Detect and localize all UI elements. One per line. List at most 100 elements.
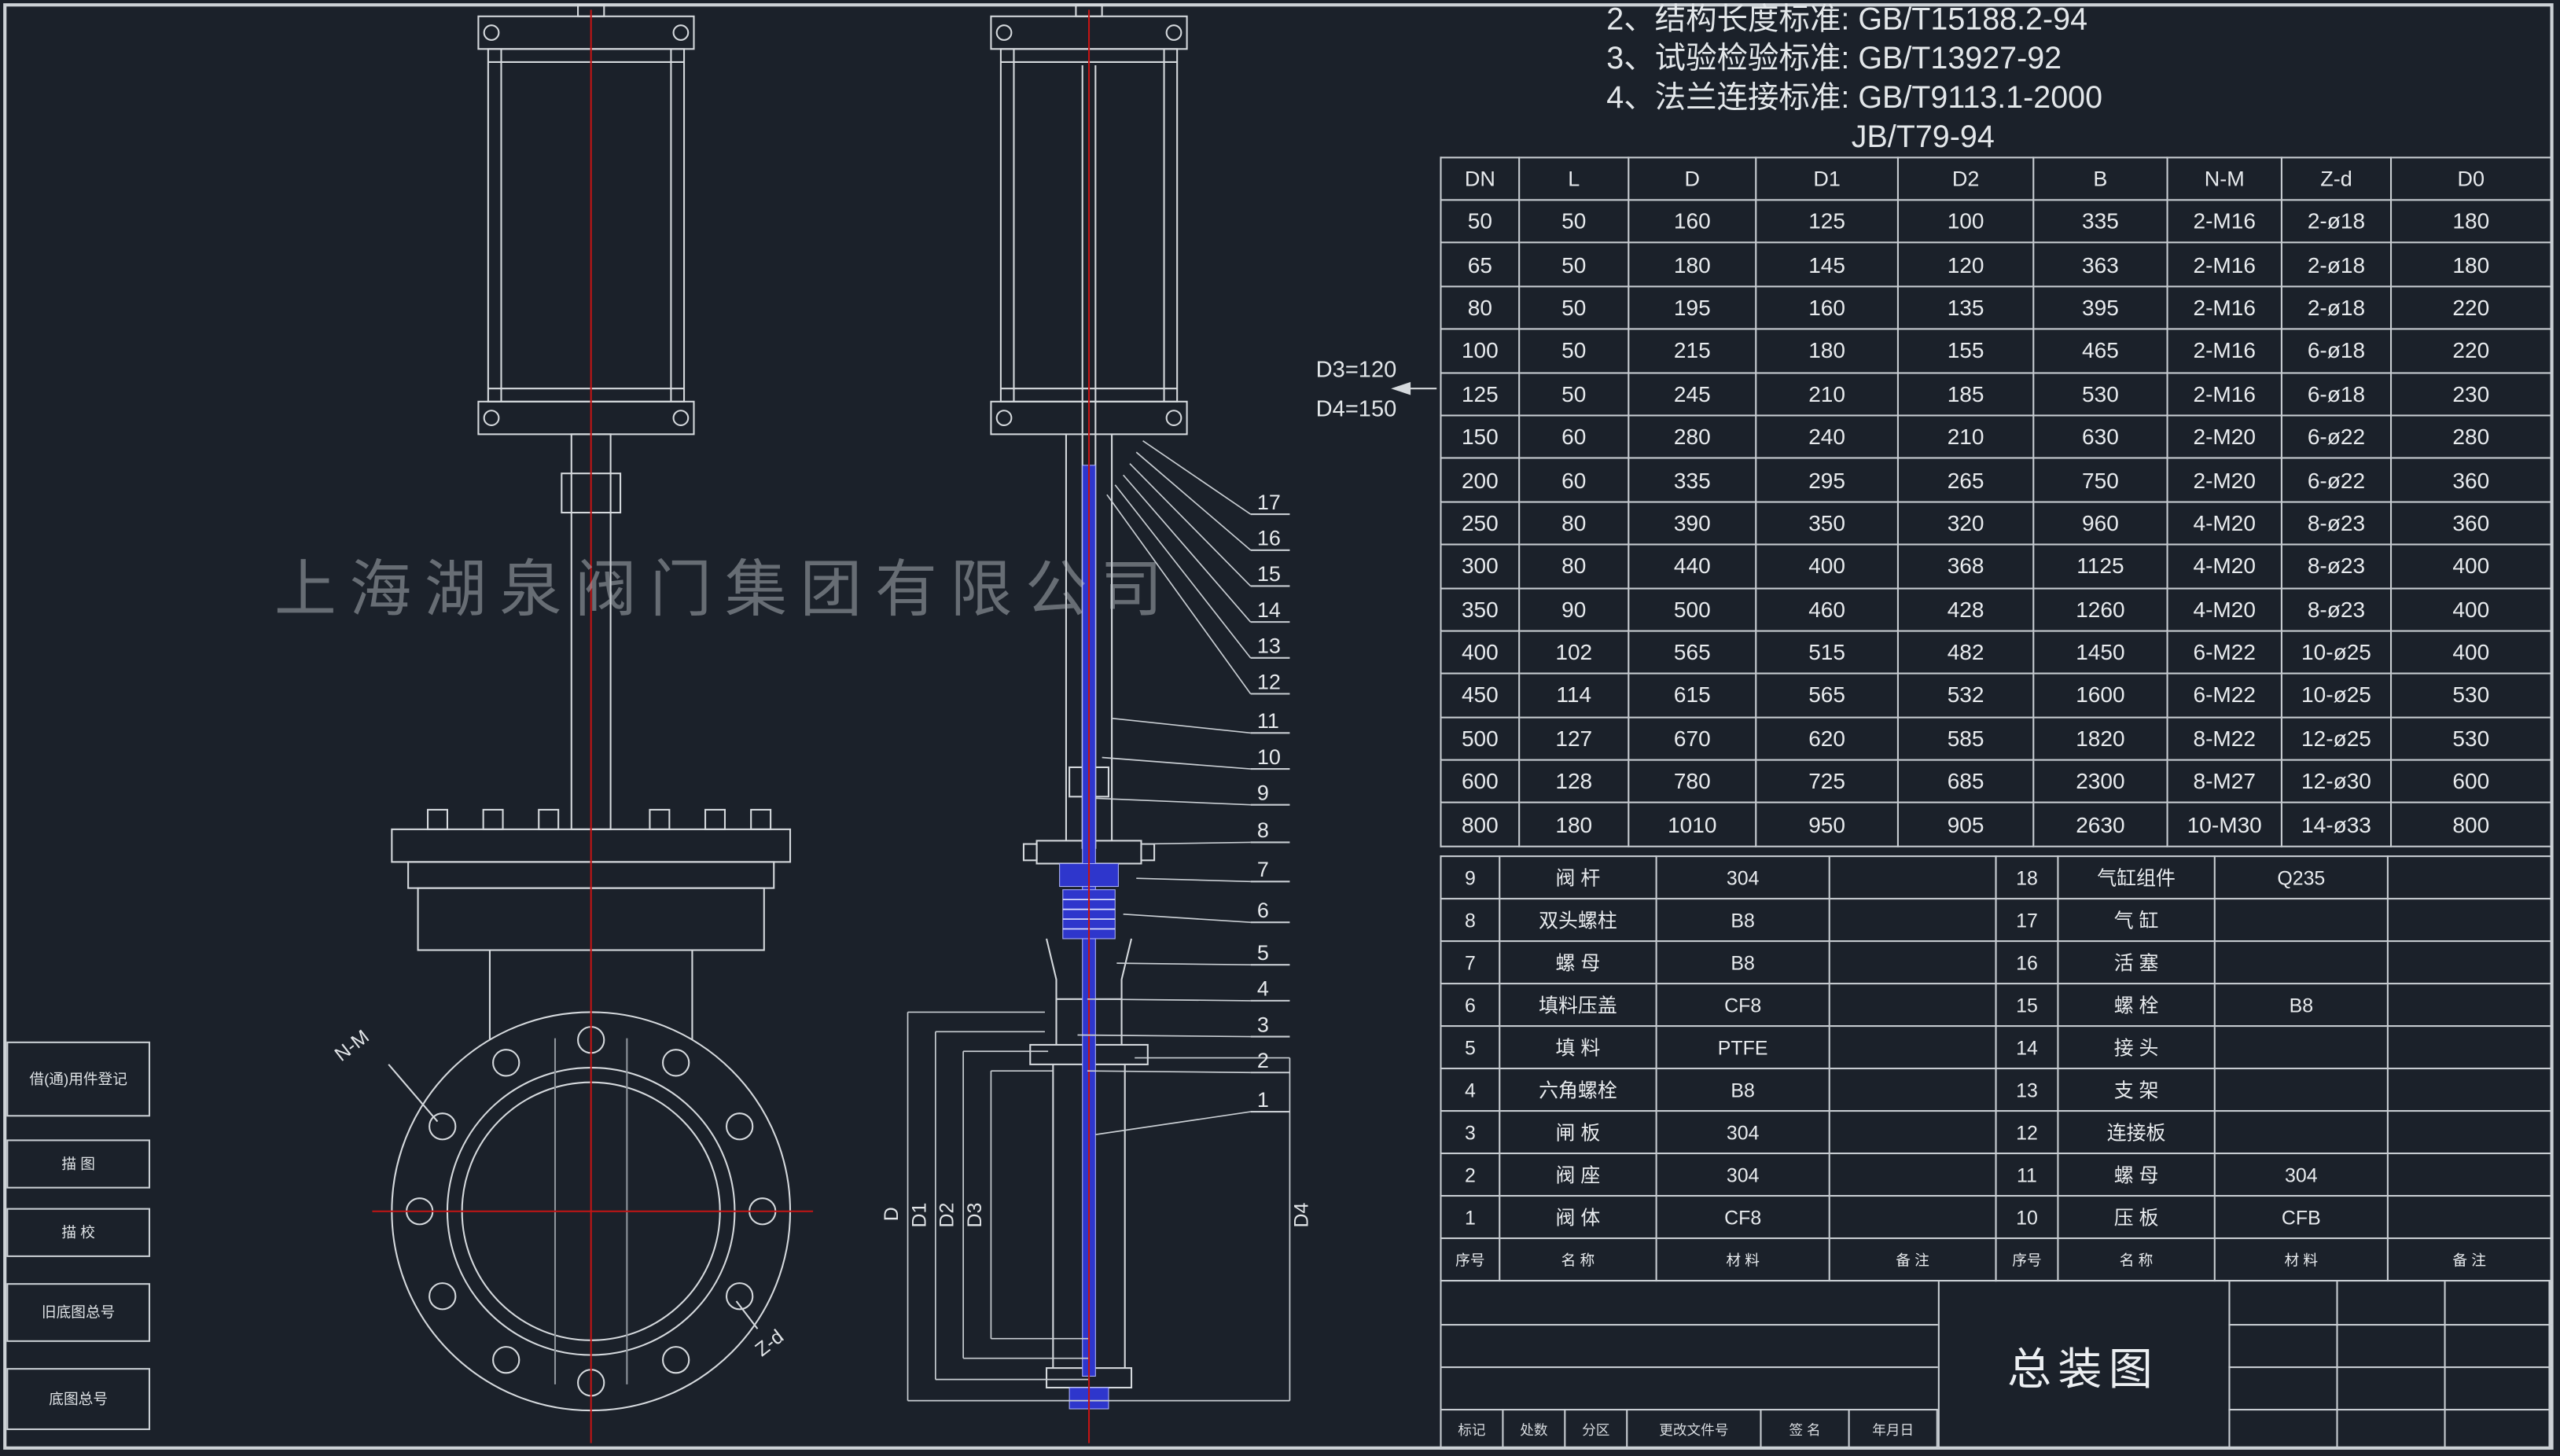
dim-cell: 4-M20 — [2166, 586, 2282, 632]
bom-cell: 螺 栓 — [2057, 983, 2216, 1028]
title-block-label: 标记 — [1442, 1409, 1504, 1450]
dim-cell: 350 — [1440, 586, 1521, 632]
dim-cell: 350 — [1755, 500, 1899, 546]
title-block-rule — [1441, 1324, 1938, 1326]
bom-header-cell: 名 称 — [1499, 1237, 1657, 1282]
dim-cell: 1600 — [2032, 673, 2168, 719]
dimension-labels: D D1 D2 D3 D4 N-M Z-d — [330, 1026, 1312, 1361]
bom-cell: 13 — [1995, 1068, 2059, 1112]
callout-number: 4 — [1257, 977, 1269, 1001]
dim-cell: 2-M20 — [2166, 414, 2282, 460]
dim-col-header: N-M — [2166, 156, 2282, 201]
dim-cell: 2-M20 — [2166, 458, 2282, 503]
callout-number: 17 — [1257, 491, 1281, 514]
dim-col-header: D — [1628, 156, 1757, 201]
dim-cell: 50 — [1518, 328, 1630, 373]
dim-cell: 245 — [1628, 371, 1757, 417]
dim-cell: 2-M16 — [2166, 242, 2282, 288]
dim-cell: 630 — [2032, 414, 2168, 460]
dim-cell: 90 — [1518, 586, 1630, 632]
dim-cell: 725 — [1755, 759, 1899, 804]
dim-cell: 360 — [2389, 458, 2552, 503]
dim-cell: 395 — [2032, 285, 2168, 330]
callout-leader — [1141, 841, 1251, 845]
title-block-label: 年月日 — [1850, 1409, 1938, 1450]
dim-cell: 905 — [1896, 802, 2035, 847]
dim-cell: 685 — [1896, 759, 2035, 804]
bom-cell: 304 — [2213, 1153, 2389, 1197]
bom-cell — [2386, 1153, 2552, 1197]
bom-cell: 304 — [1655, 1153, 1830, 1197]
bom-cell — [2213, 940, 2389, 985]
bom-cell — [1828, 1025, 1997, 1070]
dim-cell: 160 — [1755, 285, 1899, 330]
dim-cell: 180 — [1755, 328, 1899, 373]
dim-cell: 600 — [1440, 759, 1521, 804]
bom-cell: 气 缸 — [2057, 898, 2216, 943]
bom-cell: 15 — [1995, 983, 2059, 1028]
dim-cell: 1820 — [2032, 715, 2168, 761]
dim-cell: 300 — [1440, 543, 1521, 589]
frame-field-reuse-record: 借(通)用件登记 — [6, 1041, 151, 1117]
bom-cell: 支 架 — [2057, 1068, 2216, 1112]
dim-cell: 145 — [1755, 242, 1899, 288]
dim-cell: 80 — [1518, 500, 1630, 546]
dim-cell: 2-M16 — [2166, 328, 2282, 373]
bolt-spec-label-zd: Z-d — [751, 1325, 788, 1361]
bom-cell: CF8 — [1655, 1194, 1830, 1240]
callout-leader — [1129, 463, 1252, 587]
dim-cell: 1125 — [2032, 543, 2168, 589]
callout-leader — [1077, 1034, 1251, 1038]
bom-cell: 5 — [1440, 1025, 1501, 1070]
dim-cell: 800 — [2389, 802, 2552, 847]
dim-cell: 100 — [1440, 328, 1521, 373]
dim-cell: 215 — [1628, 328, 1757, 373]
dim-cell: 10-ø25 — [2280, 673, 2393, 719]
bom-cell: CFB — [2213, 1194, 2389, 1240]
dim-cell: 50 — [1518, 199, 1630, 245]
bom-header-cell: 序号 — [1995, 1237, 2059, 1282]
bom-header-cell: 备 注 — [2386, 1237, 2552, 1282]
bom-cell: 连接板 — [2057, 1110, 2216, 1155]
bom-cell: B8 — [1655, 898, 1830, 943]
dim-cell: 128 — [1518, 759, 1630, 804]
dim-cell: 280 — [2389, 414, 2552, 460]
dim-cell: 120 — [1896, 242, 2035, 288]
bom-cell: CF8 — [1655, 983, 1830, 1028]
bom-cell: 阀 杆 — [1499, 855, 1657, 900]
bom-cell — [2213, 1110, 2389, 1155]
dim-cell: 8-ø23 — [2280, 586, 2393, 632]
bom-cell: B8 — [1655, 1068, 1830, 1112]
dim-cell: 8-ø23 — [2280, 500, 2393, 546]
callout-number: 16 — [1257, 527, 1281, 550]
dim-cell: 6-ø22 — [2280, 458, 2393, 503]
dim-cell: 180 — [2389, 242, 2552, 288]
callout-number: 6 — [1257, 899, 1269, 922]
dim-cell: 200 — [1440, 458, 1521, 503]
dim-cell: 2300 — [2032, 759, 2168, 804]
dim-cell: 50 — [1440, 199, 1521, 245]
dim-cell: 400 — [2389, 586, 2552, 632]
dim-cell: 8-ø23 — [2280, 543, 2393, 589]
bom-cell: 9 — [1440, 855, 1501, 900]
title-block-rule — [2228, 1409, 2552, 1411]
dim-cell: 1450 — [2032, 630, 2168, 675]
drawing-title: 总装图 — [2007, 1344, 2160, 1394]
bom-cell — [1828, 1194, 1997, 1240]
bom-cell — [2386, 855, 2552, 900]
callout-leader — [1102, 756, 1251, 770]
bom-cell: 接 头 — [2057, 1025, 2216, 1070]
dim-cell: 12-ø25 — [2280, 715, 2393, 761]
dim-cell: 465 — [2032, 328, 2168, 373]
bom-cell: 18 — [1995, 855, 2059, 900]
bom-cell — [1828, 1110, 1997, 1155]
dim-cell: 114 — [1518, 673, 1630, 719]
